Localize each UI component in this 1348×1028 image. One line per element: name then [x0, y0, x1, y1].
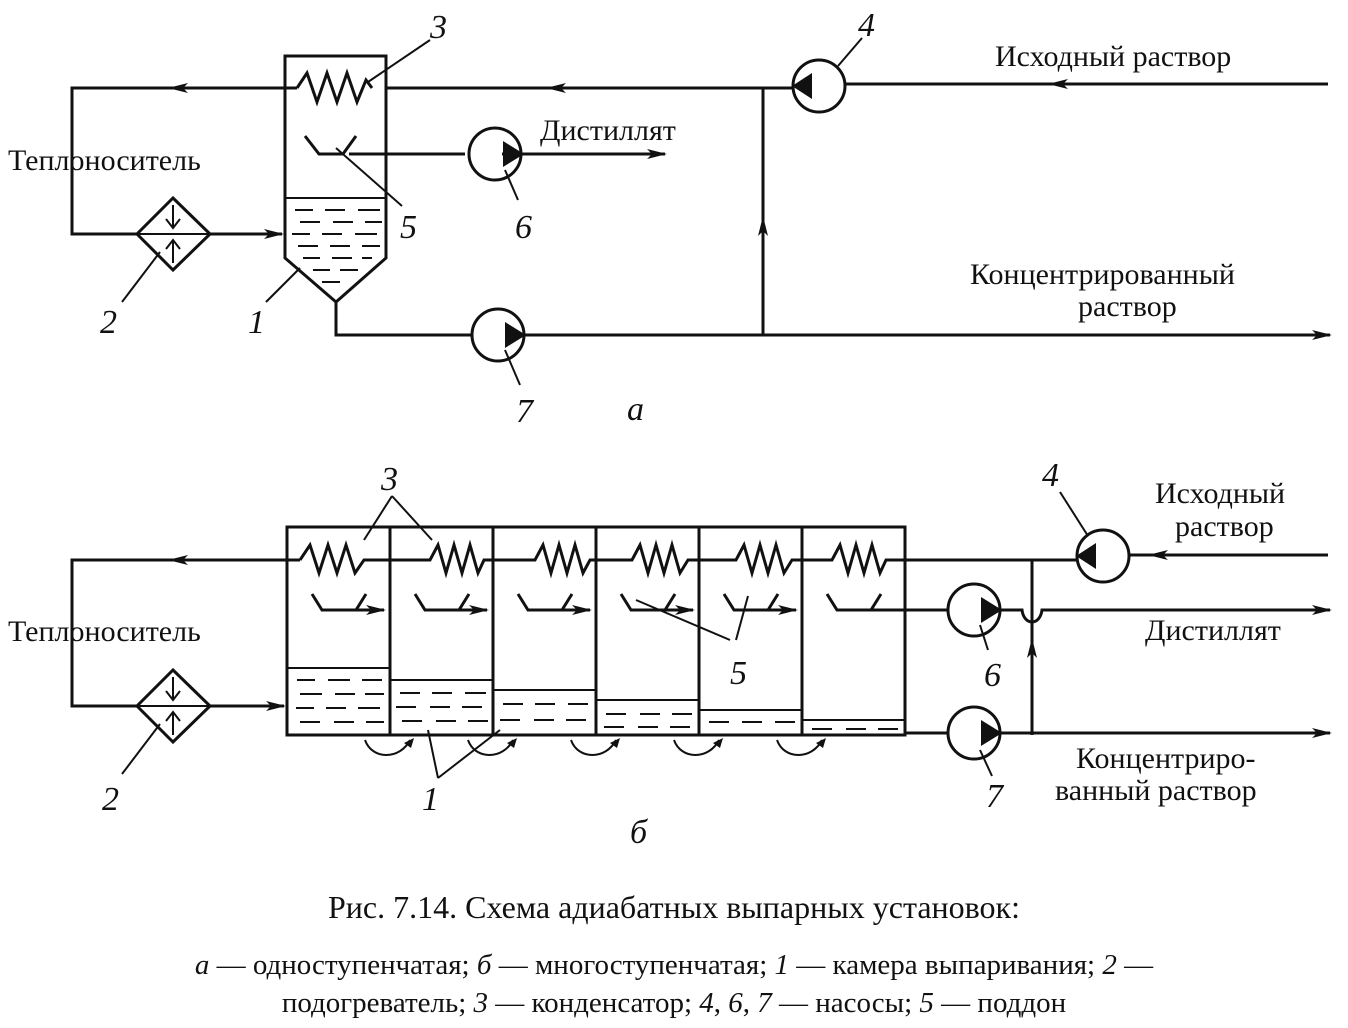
coolant-loop-a	[70, 83, 297, 239]
concentrate-label-b-1: Концентриро-	[1076, 742, 1256, 775]
legend-key-2: 2	[1102, 949, 1117, 981]
concentrate-line-b	[905, 705, 1332, 761]
num-7-b: 7	[986, 778, 1005, 815]
legend-text-pumps: — насосы;	[772, 987, 920, 1019]
pump-4-b	[1075, 528, 1131, 584]
concentrate-label-b-2: ванный раствор	[1055, 774, 1257, 807]
num-6-a: 6	[515, 209, 532, 246]
trays-b	[310, 593, 947, 615]
num-4-a: 4	[858, 7, 875, 44]
pump-4-a	[791, 58, 847, 114]
heater-b	[134, 667, 213, 745]
heater-a	[134, 195, 213, 273]
feed-line-b	[905, 550, 1328, 735]
pump-6-b	[946, 582, 1332, 638]
feed-line-a	[386, 79, 1328, 335]
legend-key-3: 3	[473, 987, 489, 1019]
concentrate-label-a-2: раствор	[1078, 290, 1177, 323]
feed-label-b-2: раствор	[1175, 510, 1274, 543]
legend-text-b: — многоступенчатая;	[491, 949, 774, 981]
distillate-label-b: Дистиллят	[1145, 614, 1281, 647]
num-5-b: 5	[730, 655, 747, 692]
legend-text-condenser: — конденсатор;	[488, 987, 699, 1019]
legend-key-4: 4	[699, 987, 714, 1019]
legend-text-tray: — поддон	[934, 987, 1066, 1019]
diagram-b: Теплоноситель Исходный раствор Дистиллят…	[8, 457, 1332, 851]
legend-key-b: б	[477, 949, 493, 981]
legend-text-a: — одноступенчатая;	[209, 949, 477, 981]
concentrate-label-a-1: Концентрированный	[970, 258, 1235, 291]
num-4-b: 4	[1042, 457, 1059, 494]
num-1-b: 1	[422, 781, 439, 818]
evaporation-chamber-a	[283, 54, 388, 304]
concentrate-line-a	[334, 302, 1332, 363]
leaders-a	[121, 37, 863, 386]
leaders-b	[121, 491, 1089, 779]
legend-key-a: а	[195, 949, 210, 981]
sub-label-a: а	[627, 391, 644, 428]
legend-text-heater: подогреватель;	[282, 987, 474, 1019]
legend-text-1: — камера выпаривания;	[789, 949, 1102, 981]
num-2-a: 2	[100, 304, 117, 341]
num-6-b: 6	[984, 657, 1001, 694]
diagram-a: Теплоноситель Исходный раствор Дистиллят…	[8, 7, 1332, 430]
num-1-a: 1	[248, 304, 265, 341]
feed-label-b-1: Исходный	[1155, 477, 1285, 510]
num-2-b: 2	[102, 781, 119, 818]
legend-key-7: 7	[757, 987, 773, 1019]
num-3-a: 3	[429, 9, 447, 46]
caption-legend-line-1: а — одноступенчатая; б — многоступенчата…	[195, 949, 1154, 981]
coolant-loop-b	[70, 555, 300, 711]
legend-text-2: —	[1117, 949, 1154, 981]
coolant-label-b: Теплоноситель	[8, 615, 201, 648]
caption-legend-line-2: подогреватель; 3 — конденсатор; 4, 6, 7 …	[282, 987, 1066, 1019]
num-3-b: 3	[380, 461, 398, 498]
evaporation-chambers-b	[285, 525, 907, 756]
num-5-a: 5	[400, 209, 417, 246]
condenser-coils-b	[298, 539, 1075, 579]
legend-sep-2: ,	[743, 987, 758, 1019]
legend-key-1: 1	[775, 949, 790, 981]
legend-sep-1: ,	[714, 987, 729, 1019]
caption: Рис. 7.14. Схема адиабатных выпарных уст…	[195, 889, 1154, 1019]
num-7-a: 7	[516, 393, 535, 430]
pump-6-a	[467, 126, 667, 182]
legend-key-5: 5	[919, 987, 934, 1019]
legend-key-6: 6	[728, 987, 743, 1019]
coolant-label-a: Теплоноситель	[8, 144, 201, 177]
tray-a	[303, 135, 465, 156]
distillate-label-a: Дистиллят	[540, 114, 676, 147]
condenser-coil-a	[295, 68, 374, 107]
sub-label-b: б	[630, 814, 649, 851]
feed-label-a: Исходный раствор	[995, 40, 1231, 73]
caption-title: Рис. 7.14. Схема адиабатных выпарных уст…	[328, 889, 1020, 925]
